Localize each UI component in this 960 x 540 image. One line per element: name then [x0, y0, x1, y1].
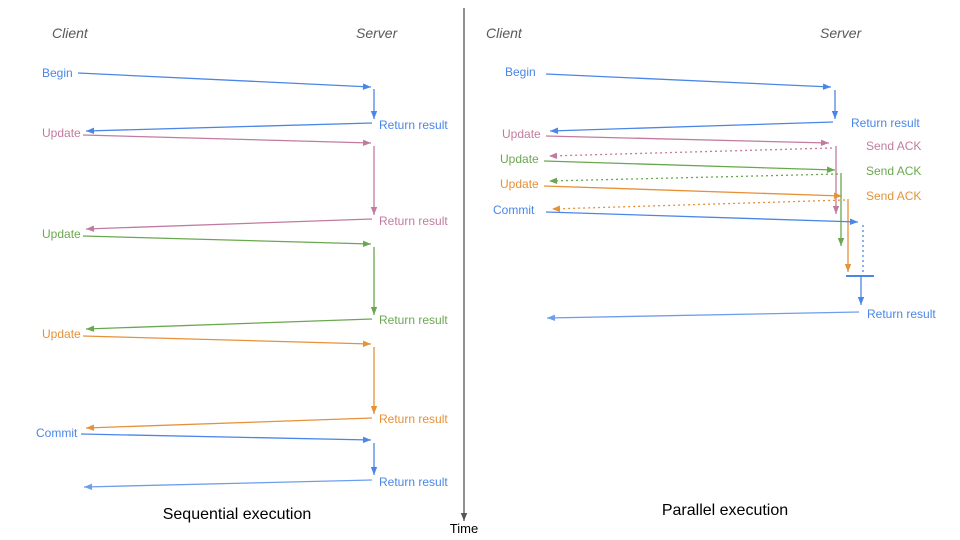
right-server-work-update1 [832, 146, 840, 214]
right-update1-request-arrow [545, 135, 830, 147]
left-return-arrow-1 [85, 122, 373, 134]
right-server-work-begin [831, 90, 839, 119]
left-server-work-5-head [370, 467, 378, 475]
right-ack-arrow-1 [548, 147, 833, 159]
right-begin-request-arrow [545, 73, 832, 90]
right-return-arrow-2-head [547, 314, 556, 322]
right-update2-request-arrow-head [826, 166, 835, 173]
right-return-result-1: Return result [851, 116, 920, 130]
right-send-ack-3: Send ACK [866, 189, 921, 203]
left-return-arrow-4 [85, 417, 373, 431]
left-server-work-4-head [370, 406, 378, 414]
right-return-result-2: Return result [867, 307, 936, 321]
right-ack-arrow-1-head [549, 152, 558, 159]
left-commit-label: Commit [36, 426, 78, 440]
left-update-1-label: Update [42, 126, 81, 140]
right-update-2-label: Update [500, 152, 539, 166]
right-return-arrow-1-head [550, 127, 559, 134]
right-server-work-begin-head [831, 111, 839, 119]
right-server-heading: Server [820, 25, 863, 41]
right-commit-label: Commit [493, 203, 535, 217]
left-return-arrow-4-head [86, 424, 95, 431]
left-return-arrow-3 [85, 318, 373, 332]
left-commit-request-arrow [80, 433, 372, 444]
right-update2-request-arrow [543, 160, 836, 173]
left-return-result-2: Return result [379, 214, 448, 228]
left-return-arrow-5-head [84, 483, 93, 491]
left-update1-request-arrow-head [362, 139, 371, 146]
left-begin-request-arrow [77, 72, 372, 90]
left-server-work-1 [370, 89, 378, 119]
right-server-work-update3 [844, 199, 852, 272]
left-server-work-2 [370, 146, 378, 215]
left-update1-request-arrow [82, 134, 372, 146]
left-server-work-5 [370, 443, 378, 475]
left-client-heading: Client [52, 25, 89, 41]
right-server-work-commit-head [857, 297, 865, 305]
left-begin-label: Begin [42, 66, 73, 80]
time-axis-label: Time [450, 521, 478, 536]
left-update2-request-arrow [82, 235, 372, 247]
left-return-arrow-2-head [86, 225, 95, 232]
parallel-execution-title: Parallel execution [662, 502, 788, 519]
left-return-result-5: Return result [379, 475, 448, 489]
left-update-3-label: Update [42, 327, 81, 341]
left-server-heading: Server [356, 25, 399, 41]
right-return-arrow-2 [546, 311, 860, 322]
left-update2-request-arrow-head [362, 240, 371, 247]
left-return-arrow-3-head [86, 325, 95, 332]
left-commit-request-arrow-head [362, 436, 371, 444]
left-begin-request-arrow-head [362, 83, 371, 90]
sequential-execution-title: Sequential execution [163, 506, 312, 523]
right-ack-arrow-2-head [549, 177, 558, 185]
left-server-work-1-head [370, 111, 378, 119]
right-ack-arrow-3-head [552, 205, 561, 212]
left-return-arrow-1-head [86, 127, 95, 134]
left-return-result-4: Return result [379, 412, 448, 426]
left-server-work-3-head [370, 307, 378, 315]
time-axis-line-head [460, 513, 468, 521]
right-update1-request-arrow-head [820, 139, 829, 147]
right-server-work-update1-head [832, 206, 840, 214]
right-commit-request-arrow-head [849, 218, 858, 225]
left-return-result-3: Return result [379, 313, 448, 327]
right-update3-request-arrow [543, 185, 843, 199]
right-update-1-label: Update [502, 127, 541, 141]
right-begin-request-arrow-head [822, 83, 831, 90]
right-ack-arrow-2 [548, 173, 839, 185]
left-update-2-label: Update [42, 227, 81, 241]
right-begin-label: Begin [505, 65, 536, 79]
right-server-work-update2 [837, 173, 845, 246]
right-ack-arrow-3 [551, 199, 846, 212]
right-client-heading: Client [486, 25, 523, 41]
right-update-3-label: Update [500, 177, 539, 191]
right-send-ack-2: Send ACK [866, 164, 921, 178]
right-server-work-update3-head [844, 264, 852, 272]
right-commit-request-arrow [545, 211, 859, 225]
right-server-work-commit [857, 277, 865, 305]
left-server-work-4 [370, 347, 378, 414]
left-server-work-3 [370, 247, 378, 315]
right-send-ack-1: Send ACK [866, 139, 921, 153]
left-update3-request-arrow-head [362, 340, 371, 347]
left-server-work-2-head [370, 207, 378, 215]
right-server-work-update2-head [837, 238, 845, 246]
left-return-arrow-5 [83, 479, 373, 491]
right-return-arrow-1 [549, 121, 834, 134]
right-update3-request-arrow-head [833, 192, 842, 199]
left-update3-request-arrow [82, 335, 372, 347]
left-return-result-1: Return result [379, 118, 448, 132]
time-axis-line [460, 8, 468, 521]
left-return-arrow-2 [85, 218, 373, 232]
